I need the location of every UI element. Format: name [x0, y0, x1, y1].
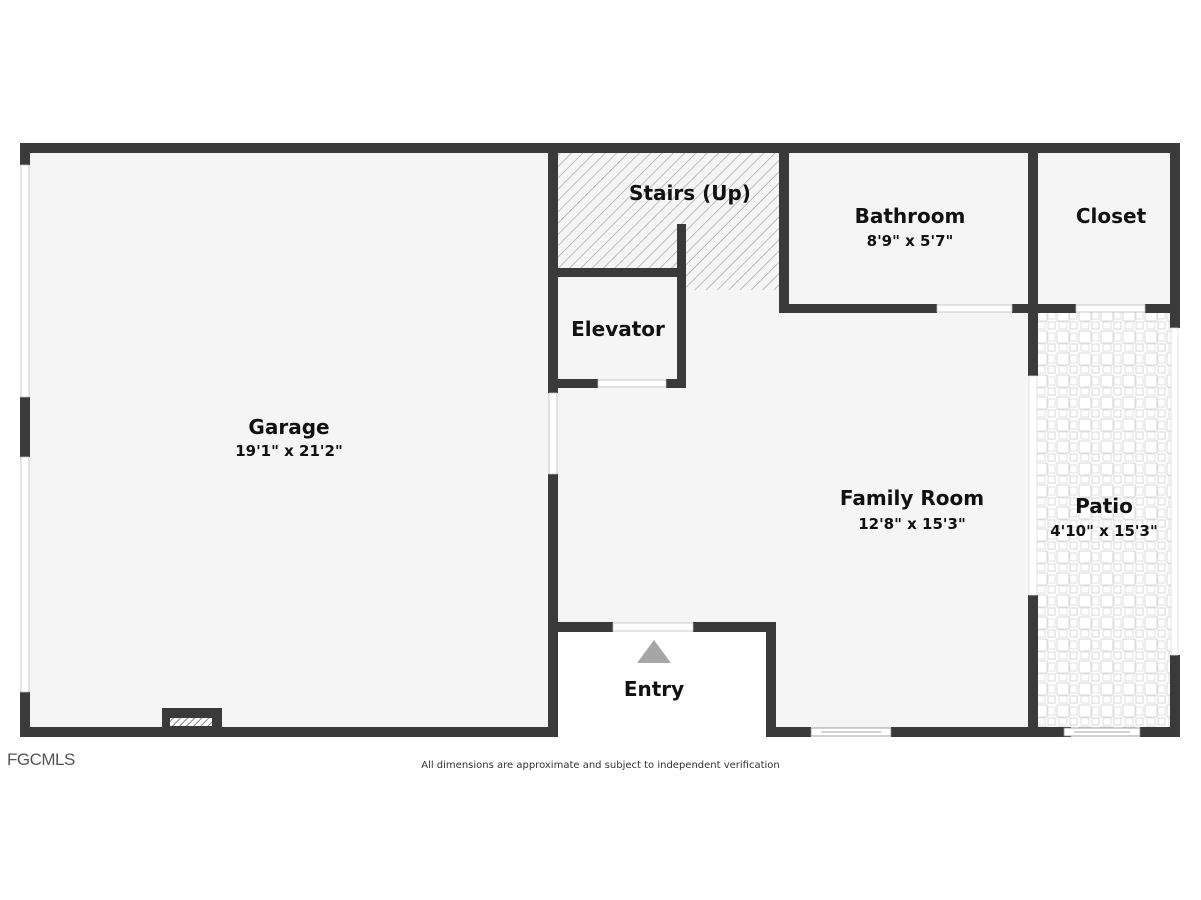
entry-label: Entry — [624, 677, 684, 701]
room-labels: Garage 19'1" x 21'2" Stairs (Up) Elevato… — [235, 181, 1158, 701]
patio-window — [1063, 727, 1141, 737]
garage-side-door — [548, 392, 558, 475]
stairs-label: Stairs (Up) — [629, 181, 751, 205]
garage-label: Garage — [248, 415, 329, 439]
elevator-door — [597, 379, 667, 388]
patio-opening — [1028, 375, 1038, 596]
patio-dims: 4'10" x 15'3" — [1050, 522, 1158, 540]
entry-door — [612, 622, 694, 632]
bathroom-label: Bathroom — [855, 204, 966, 228]
closet-floor — [1036, 148, 1174, 308]
elevator-floor — [556, 273, 682, 383]
bathroom-floor — [786, 148, 1032, 308]
family-room-dims: 12'8" x 15'3" — [858, 515, 966, 533]
patio-floor — [1036, 312, 1176, 730]
garage-vent — [170, 718, 212, 726]
family-room-label: Family Room — [840, 486, 984, 510]
disclaimer-text: All dimensions are approximate and subje… — [421, 760, 780, 771]
walls — [20, 143, 1180, 737]
openings — [20, 164, 1179, 737]
garage-dims: 19'1" x 21'2" — [235, 442, 343, 460]
garage-floor — [26, 148, 552, 732]
entry-arrow-icon — [637, 640, 671, 663]
patio-right-opening — [1170, 327, 1179, 656]
floors — [26, 148, 1176, 734]
garage-left-window-1 — [20, 164, 30, 398]
family-room-floor — [556, 290, 1032, 732]
stairs-floor — [556, 148, 782, 290]
family-room-window — [810, 727, 892, 737]
closet-label: Closet — [1076, 204, 1147, 228]
garage-left-window-2 — [20, 456, 30, 693]
closet-door — [1075, 304, 1146, 313]
elevator-label: Elevator — [571, 317, 665, 341]
patio-label: Patio — [1075, 494, 1133, 518]
bathroom-dims: 8'9" x 5'7" — [867, 232, 954, 250]
bathroom-door — [936, 304, 1013, 313]
entry-floor — [556, 632, 770, 734]
brand-watermark: FGCMLS — [7, 750, 75, 769]
